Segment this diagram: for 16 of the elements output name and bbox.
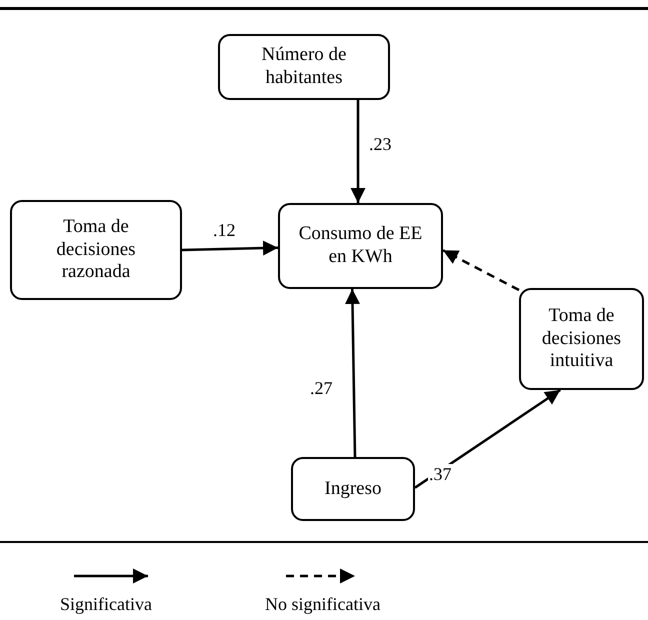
dashed-arrow bbox=[442, 249, 520, 292]
legend-label: Significativa bbox=[60, 594, 152, 615]
rounded-box bbox=[278, 203, 443, 289]
box-label: Consumo de EE en KWh bbox=[298, 223, 424, 269]
legend-label: No significativa bbox=[265, 594, 380, 615]
rounded-box bbox=[218, 34, 390, 100]
rounded-box bbox=[291, 457, 415, 521]
arrow bbox=[345, 288, 360, 458]
arrow bbox=[350, 100, 366, 203]
box-label: Toma de decisiones intuitiva bbox=[540, 304, 622, 374]
rounded-box bbox=[519, 288, 644, 390]
box-label: Ingreso bbox=[324, 478, 382, 500]
arrow bbox=[182, 240, 278, 256]
box-label: Toma de decisiones razonada bbox=[55, 216, 137, 284]
rounded-box bbox=[10, 200, 182, 300]
box-label: Número de habitantes bbox=[260, 44, 348, 90]
